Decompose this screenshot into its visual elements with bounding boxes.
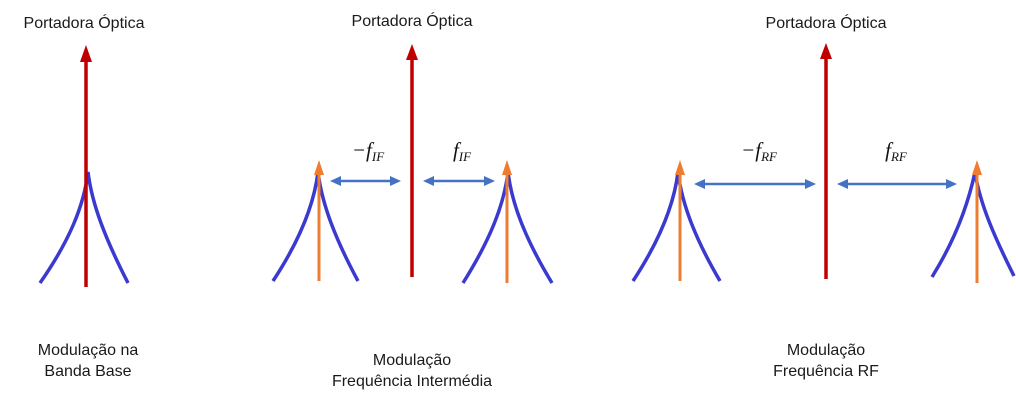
if-left-sideband-arrowhead bbox=[314, 160, 324, 175]
rf-left-spacing-head-left bbox=[694, 179, 705, 189]
if-left-spacing-head-left bbox=[330, 176, 341, 186]
rf-left-sideband-arrowhead bbox=[675, 160, 685, 175]
rf-caption: Modulação Frequência RF bbox=[773, 340, 879, 382]
baseband-carrier-title: Portadora Óptica bbox=[23, 15, 145, 32]
if-caption: Modulação Frequência Intermédia bbox=[332, 350, 492, 392]
baseband-caption-line-1: Modulação na bbox=[37, 342, 139, 359]
rf-right-spacing-head-left bbox=[837, 179, 848, 189]
rf-right-spectrum-curve bbox=[930, 171, 1016, 278]
baseband-caption-line-2: Banda Base bbox=[44, 363, 132, 380]
if-carrier-title: Portadora Óptica bbox=[351, 13, 473, 30]
rf-left-spacing-head-right bbox=[805, 179, 816, 189]
rf-right-sideband-arrowhead bbox=[972, 160, 982, 175]
if-right-sideband-arrowhead bbox=[502, 160, 512, 175]
rf-left-spectrum-curve bbox=[631, 171, 722, 282]
rf-caption-line-1: Modulação bbox=[786, 342, 866, 359]
rf-caption-line-2: Frequência RF bbox=[773, 363, 879, 380]
if-left-spacing-head-right bbox=[390, 176, 401, 186]
rf-negative-frequency-label: −fRF bbox=[741, 138, 777, 164]
if-right-spacing-head-right bbox=[484, 176, 495, 186]
if-left-spectrum-curve bbox=[271, 171, 360, 282]
if-caption-line-1: Modulação bbox=[372, 352, 452, 369]
if-carrier-arrowhead bbox=[406, 44, 418, 60]
rf-carrier-arrowhead bbox=[820, 43, 832, 59]
rf-carrier-title: Portadora Óptica bbox=[765, 15, 887, 32]
if-caption-line-2: Frequência Intermédia bbox=[331, 373, 493, 390]
rf-positive-frequency-label: fRF bbox=[885, 138, 907, 164]
panel-rf-frequency bbox=[631, 43, 1016, 283]
if-right-spacing-head-left bbox=[423, 176, 434, 186]
rf-right-spacing-head-right bbox=[946, 179, 957, 189]
if-negative-frequency-label: −fIF bbox=[351, 138, 385, 164]
baseband-caption: Modulação na Banda Base bbox=[38, 340, 139, 382]
if-positive-frequency-label: fIF bbox=[452, 138, 472, 164]
baseband-spectrum-curve bbox=[38, 171, 130, 285]
panel-baseband bbox=[38, 45, 130, 287]
baseband-carrier-arrowhead bbox=[80, 45, 92, 62]
panel-intermediate-frequency bbox=[271, 44, 554, 284]
